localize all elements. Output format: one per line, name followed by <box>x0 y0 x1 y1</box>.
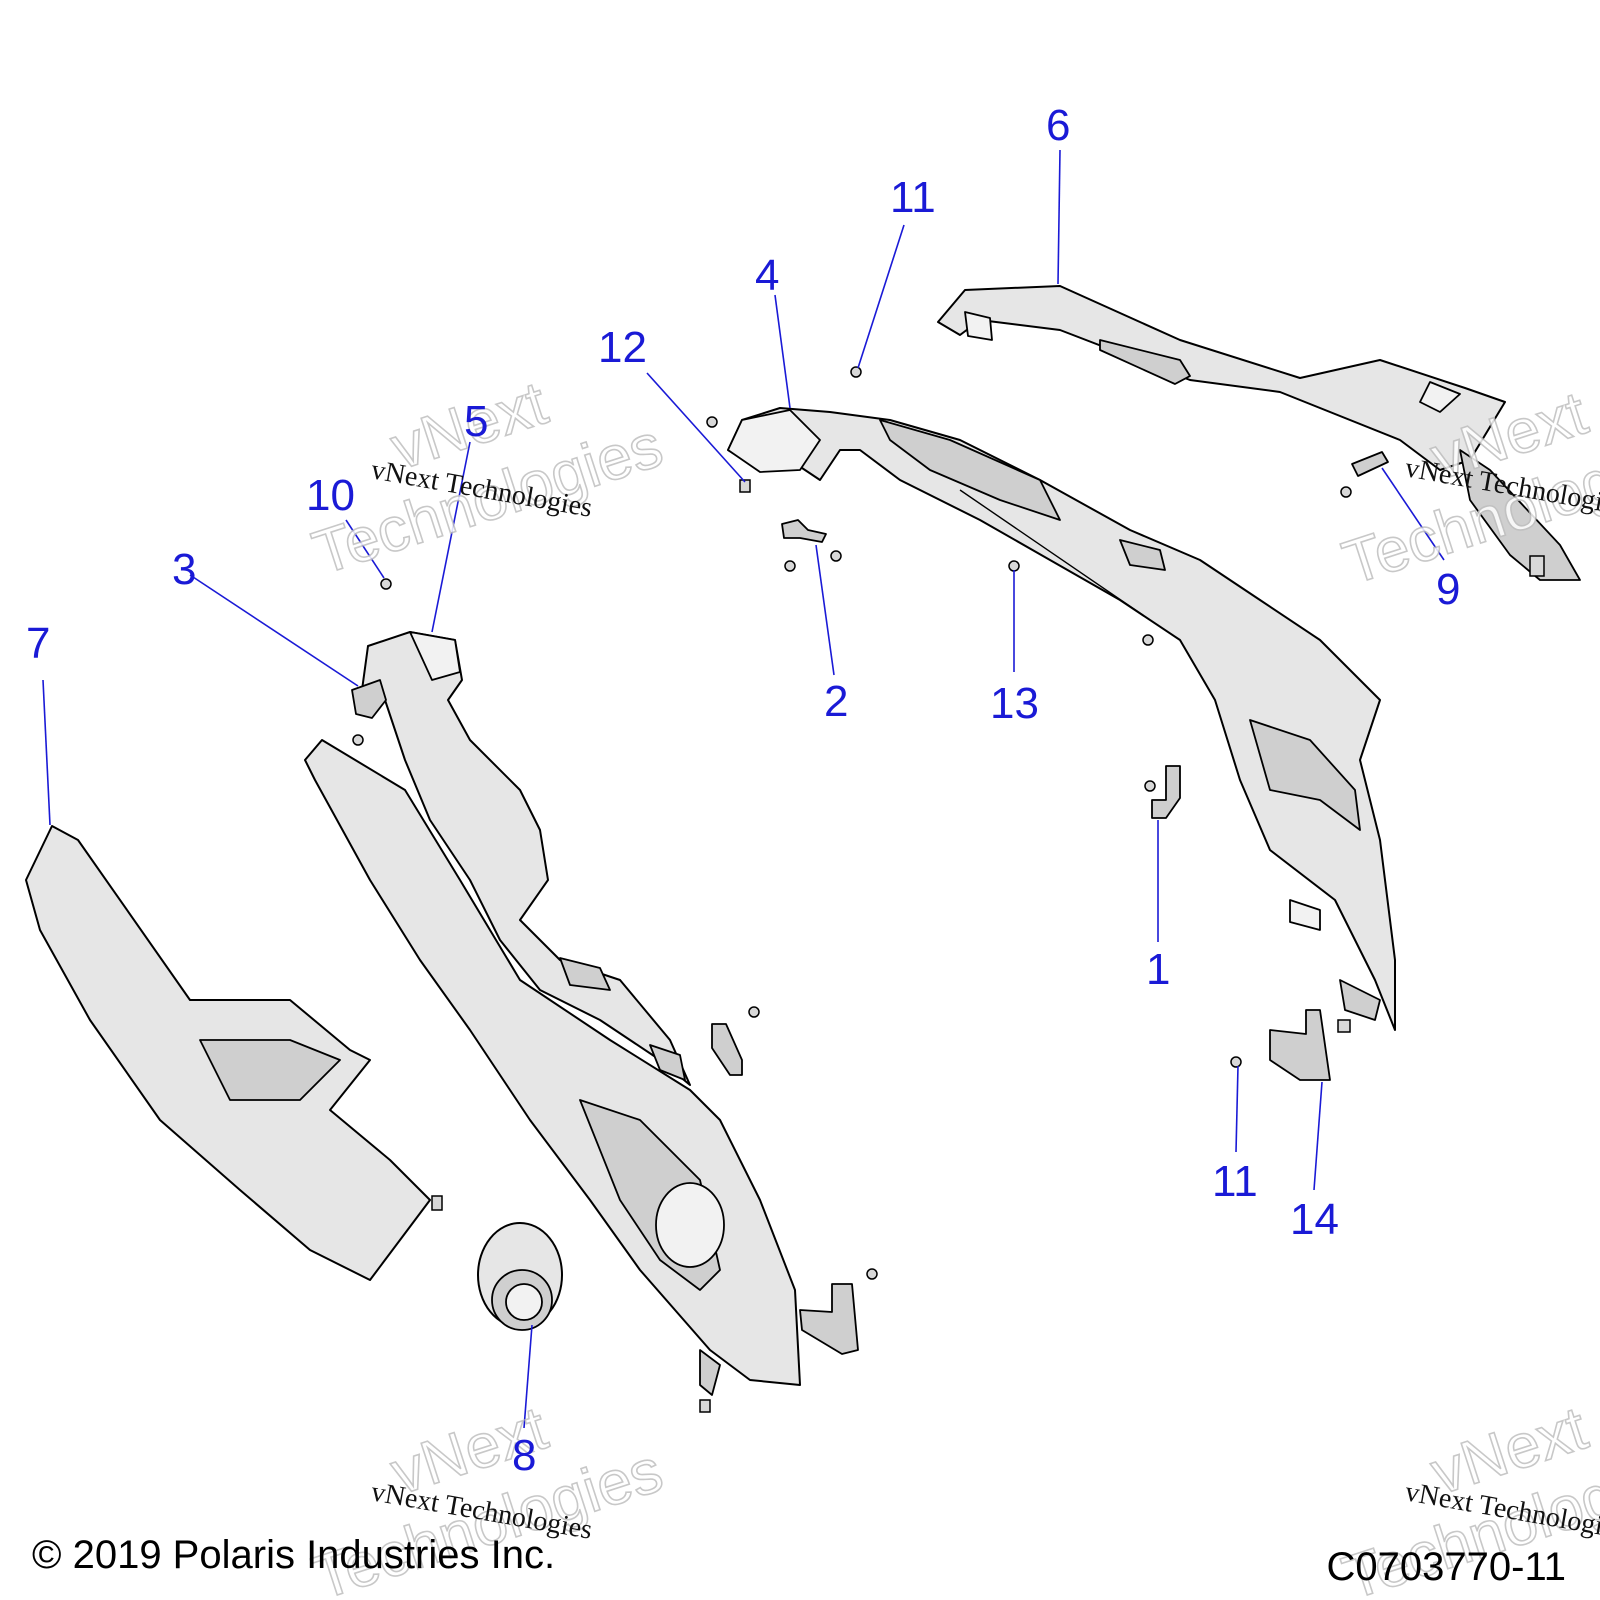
callout-5: 5 <box>464 397 488 446</box>
part-1-bracket <box>1144 765 1181 819</box>
part-8-grommet <box>477 1222 563 1331</box>
callout-6: 6 <box>1046 101 1070 150</box>
part-2-bracket <box>781 519 842 572</box>
part-5-frame <box>361 631 691 1086</box>
diagram-code: C0703770-11 <box>1327 1545 1566 1589</box>
part-3-clip <box>351 679 387 746</box>
callout-11-bottom: 11 <box>1212 1157 1258 1206</box>
callout-3: 3 <box>172 545 196 594</box>
callout-7: 7 <box>26 619 50 668</box>
callout-14: 14 <box>1290 1195 1339 1244</box>
callout-13: 13 <box>990 679 1039 728</box>
callout-9: 9 <box>1436 565 1460 614</box>
part-4-main-panel <box>727 407 1396 1033</box>
callout-1: 1 <box>1146 945 1170 994</box>
leader-lines <box>42 149 1445 1429</box>
lower-bracket <box>799 1268 878 1355</box>
callouts: 6 11 4 12 5 10 3 7 2 13 1 9 11 14 8 <box>26 101 1460 1480</box>
callout-4: 4 <box>755 251 779 300</box>
callout-11-top: 11 <box>890 173 936 222</box>
fasteners <box>380 366 1154 646</box>
callout-2: 2 <box>824 677 848 726</box>
side-panel <box>304 739 801 1413</box>
copyright-text: © 2019 Polaris Industries Inc. <box>32 1533 555 1577</box>
callout-8: 8 <box>512 1431 536 1480</box>
mid-bracket <box>711 1006 760 1076</box>
callout-10: 10 <box>306 471 355 520</box>
part-7-panel <box>25 825 443 1281</box>
callout-12: 12 <box>598 323 647 372</box>
part-6-upper-panel <box>937 285 1581 581</box>
part-9-handle <box>1340 451 1389 498</box>
part-14-bracket <box>1230 1009 1331 1081</box>
